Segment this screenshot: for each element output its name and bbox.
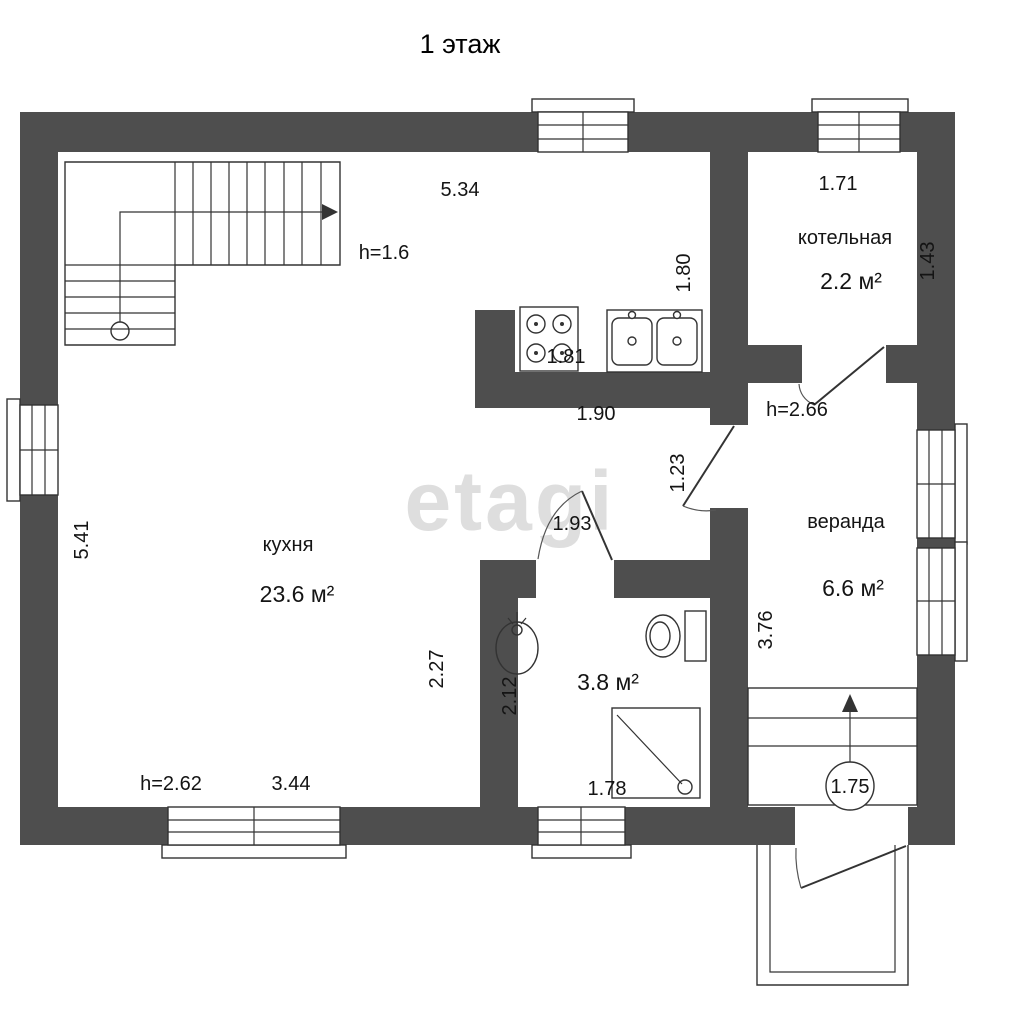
dim-left-height: 5.41 (71, 521, 93, 560)
dim-stairs-ceiling: h=1.6 (359, 242, 410, 264)
dim-hall-length: 1.93 (553, 513, 592, 535)
window-left (6, 398, 59, 502)
room-label-kitchen: кухня (263, 534, 314, 556)
dim-top-width: 5.34 (441, 179, 480, 201)
dim-porch-width: 1.75 (831, 776, 870, 798)
door-bathroom (537, 490, 613, 561)
dim-veranda-depth: 3.76 (755, 611, 777, 650)
dim-hall-width: 1.90 (577, 403, 616, 425)
dim-stove-width: 1.81 (547, 346, 586, 368)
door-boiler (798, 346, 885, 406)
entrance-steps (747, 687, 918, 811)
door-entrance (795, 845, 907, 889)
entry-dim-circle (825, 761, 875, 811)
dim-kitchen-ceiling: h=2.62 (140, 773, 202, 795)
dim-bath-wall: 2.27 (426, 650, 448, 689)
entry-arrow-icon (842, 694, 858, 712)
walls (20, 112, 955, 845)
room-area-bathroom: 3.8 м² (577, 669, 639, 695)
window-right-lower (916, 541, 968, 662)
bathroom-sink (495, 612, 539, 675)
dim-bath-sink-side: 2.12 (499, 677, 521, 716)
dim-bath-width: 1.78 (588, 778, 627, 800)
windows (6, 98, 968, 859)
window-bottom-kitchen (161, 806, 347, 859)
toilet (645, 610, 707, 662)
page-title: 1 этаж (420, 29, 501, 59)
dim-veranda-ceiling: h=2.66 (766, 399, 828, 421)
window-right-upper (916, 423, 968, 545)
room-area-veranda: 6.6 м² (822, 575, 884, 601)
dim-boiler-width: 1.71 (819, 173, 858, 195)
room-label-veranda: веранда (807, 511, 885, 533)
window-top-boiler (811, 98, 909, 153)
room-area-kitchen: 23.6 м² (260, 581, 335, 607)
watermark: etagi (404, 454, 615, 548)
dim-counter-side: 1.80 (673, 254, 695, 293)
kitchen-sink (606, 309, 703, 373)
dim-boiler-depth: 1.43 (917, 242, 939, 281)
window-top-kitchen (531, 98, 635, 153)
dim-hall-door: 1.23 (667, 454, 689, 493)
porch (756, 845, 909, 986)
stove (519, 306, 579, 372)
shower-cabin (611, 707, 701, 799)
room-label-boiler: котельная (798, 227, 892, 249)
doors (537, 346, 907, 889)
room-area-boiler: 2.2 м² (820, 268, 882, 294)
dim-kitchen-width: 3.44 (272, 773, 311, 795)
stair-arrow-icon (322, 204, 338, 220)
window-bottom-bath (531, 806, 632, 859)
staircase (64, 161, 341, 346)
door-hall (682, 425, 735, 512)
stair-direction-line (119, 211, 324, 322)
